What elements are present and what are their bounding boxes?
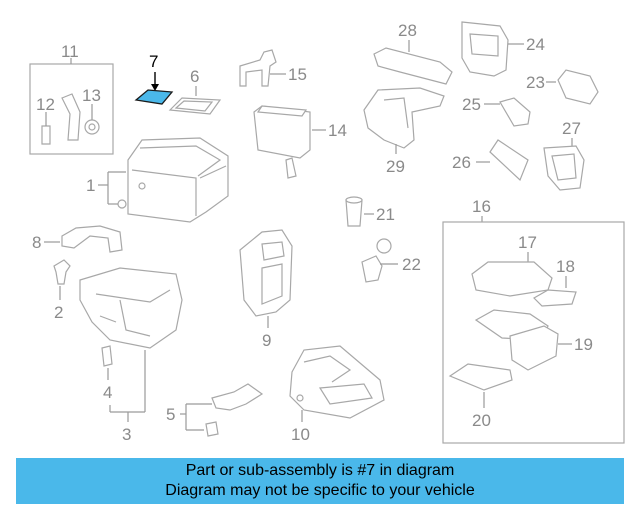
callout-15: 15 [288,65,307,84]
part-1-console: 1 [86,137,229,223]
part-9-panel: 9 [239,229,293,350]
banner-line-2: Diagram may not be specific to your vehi… [165,482,475,499]
callout-19: 19 [574,335,593,354]
part-5-bracket: 5 [166,383,264,437]
callout-24: 24 [526,35,545,54]
callout-25: 25 [462,95,481,114]
part-12-clip [41,125,51,145]
part-28-armrest-rail: 28 [373,21,453,85]
parts-diagram: 11 12 13 7 6 1 8 [29,21,625,444]
callout-13: 13 [82,86,101,105]
banner-line-1: Part or sub-assembly is #7 in diagram [185,462,455,479]
callout-29: 29 [386,157,405,176]
callout-20: 20 [472,411,491,430]
callout-3: 3 [122,425,131,444]
callout-5: 5 [166,405,175,424]
group-box-11: 11 12 13 [29,42,114,155]
part-6: 6 [168,67,222,115]
part-7-highlighted: 7 [134,52,174,105]
callout-6: 6 [190,67,199,86]
callout-27: 27 [562,119,581,138]
part-21-socket: 21 [345,196,395,227]
part-4-clip: 4 [101,345,113,402]
callout-16: 16 [472,197,491,216]
callout-22: 22 [402,255,421,274]
part-10-tray: 10 [289,345,385,444]
callout-14: 14 [328,121,347,140]
callout-4: 4 [103,383,112,402]
part-27-panel: 27 [543,119,585,191]
part-3-base: 3 [79,267,183,444]
part-15-bracket: 15 [239,49,307,87]
info-banner: Part or sub-assembly is #7 in diagram Di… [16,458,624,504]
part-25-trim: 25 [462,95,531,127]
part-8-bracket: 8 [32,225,123,253]
part-23-knob: 23 [526,69,599,105]
callout-8: 8 [32,233,41,252]
part-14-bin: 14 [253,105,347,179]
group-box-16: 16 17 18 19 20 [442,197,625,444]
callout-7: 7 [149,52,158,71]
part-22-lighter: 22 [361,238,421,283]
callout-2: 2 [54,303,63,322]
callout-9: 9 [262,331,271,350]
callout-11: 11 [61,42,79,61]
callout-21: 21 [376,205,395,224]
callout-23: 23 [526,73,545,92]
part-12-strap [61,93,81,141]
callout-10: 10 [291,425,310,444]
part-26-pad: 26 [452,139,529,182]
callout-17: 17 [518,233,537,252]
callout-28: 28 [398,21,417,40]
callout-12: 12 [36,95,55,114]
callout-1: 1 [86,176,95,195]
part-2-pin: 2 [53,259,71,322]
part-24-module: 24 [461,21,545,77]
callout-26: 26 [452,153,471,172]
part-7-pad [134,89,174,105]
part-29-bracket: 29 [363,87,445,176]
callout-18: 18 [556,257,575,276]
